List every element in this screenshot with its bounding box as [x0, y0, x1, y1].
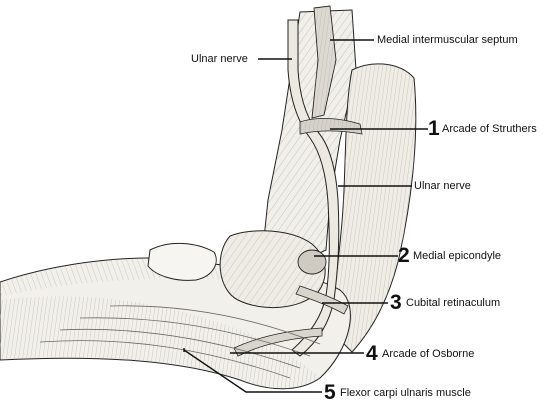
ulna-bone: [147, 242, 217, 281]
number-3: 3: [390, 291, 402, 314]
number-1: 1: [428, 117, 440, 140]
label-arcade-of-struthers: Arcade of Struthers: [442, 123, 537, 135]
label-flexor-carpi-ulnaris: Flexor carpi ulnaris muscle: [340, 387, 471, 399]
triceps-muscle: [329, 63, 417, 353]
number-5: 5: [324, 381, 336, 404]
leader-lines: [183, 39, 428, 393]
flexor-carpi-ulnaris: [39, 305, 321, 379]
number-2: 2: [398, 244, 410, 267]
label-arcade-of-osborne: Arcade of Osborne: [382, 348, 475, 360]
label-ulnar-nerve-top: Ulnar nerve: [191, 53, 248, 65]
label-medial-epicondyle: Medial epicondyle: [413, 250, 502, 262]
label-medial-intermuscular-septum: Medial intermuscular septum: [377, 34, 518, 46]
ulnar-nerve: [287, 19, 340, 357]
retinaculum-bands: [233, 285, 349, 357]
arcade-of-struthers: [299, 118, 363, 135]
label-cubital-retinaculum: Cubital retinaculum: [406, 297, 501, 309]
number-4: 4: [366, 342, 378, 365]
label-ulnar-nerve-right: Ulnar nerve: [414, 180, 471, 192]
